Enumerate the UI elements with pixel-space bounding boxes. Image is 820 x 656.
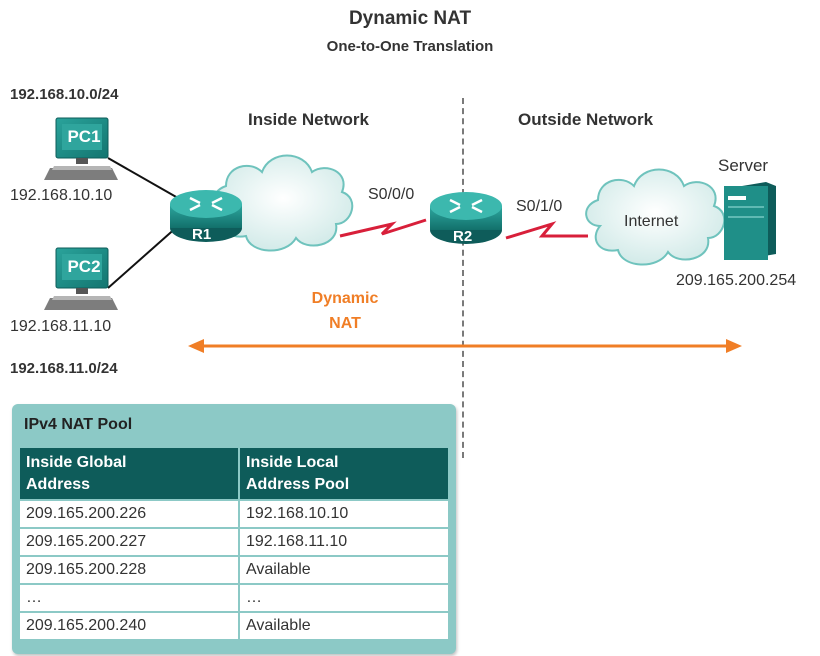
network-topology xyxy=(44,117,776,353)
nat-pool-title: IPv4 NAT Pool xyxy=(24,416,133,433)
diagram-title: Dynamic NAT xyxy=(348,8,472,29)
nat-pool-table: Inside Global Address Inside Local Addre… xyxy=(18,446,450,641)
serial-link-r1-r2 xyxy=(339,218,427,238)
table-row: 209.165.200.228 Available xyxy=(18,555,450,585)
server-ip-label: 209.165.200.254 xyxy=(676,272,797,289)
network-label-192-168-11: 192.168.11.0/24 xyxy=(10,360,118,377)
pc2-label: PC2 xyxy=(67,257,101,276)
diagram-subtitle: One-to-One Translation xyxy=(326,38,494,55)
interface-s010-label: S0/1/0 xyxy=(516,198,563,215)
router-r1-label: R1 xyxy=(192,226,212,243)
table-cell: … xyxy=(18,583,240,613)
cloud-inside xyxy=(213,154,354,252)
pc2-icon xyxy=(44,247,118,310)
table-cell: 209.165.200.228 xyxy=(18,555,240,585)
router-r2-label: R2 xyxy=(453,228,473,245)
dynamic-nat-label-line2: NAT xyxy=(329,315,361,332)
dynamic-nat-arrow xyxy=(188,339,742,353)
table-row: 209.165.200.226 192.168.10.10 xyxy=(18,499,450,529)
pc2-ip-label: 192.168.11.10 xyxy=(10,318,112,335)
link-pc2-r1 xyxy=(107,225,179,289)
cloud-internet xyxy=(585,168,726,266)
serial-link-r2-internet xyxy=(505,221,588,240)
interface-s000-label: S0/0/0 xyxy=(368,186,415,203)
header-inside-global-line2: Address xyxy=(26,476,91,493)
server-label: Server xyxy=(718,156,769,175)
pc1-ip-label: 192.168.10.10 xyxy=(10,187,113,204)
pc1-icon xyxy=(44,117,118,180)
server-icon xyxy=(724,182,776,260)
header-inside-local-line1: Inside Local xyxy=(246,454,339,471)
table-cell: 209.165.200.227 xyxy=(18,527,240,557)
router-r1-icon xyxy=(170,190,242,242)
table-cell: 209.165.200.240 xyxy=(18,611,240,641)
network-label-192-168-10: 192.168.10.0/24 xyxy=(10,86,119,103)
table-cell: … xyxy=(238,583,450,613)
link-pc1-r1 xyxy=(107,157,179,199)
table-row: 209.165.200.227 192.168.11.10 xyxy=(18,527,450,557)
inside-outside-divider xyxy=(462,98,464,458)
nat-pool-panel: IPv4 NAT Pool Inside Global Address Insi… xyxy=(12,404,456,654)
router-r2-icon xyxy=(430,192,502,244)
table-cell: Available xyxy=(238,555,450,585)
pc1-label: PC1 xyxy=(67,127,101,146)
table-cell: 192.168.11.10 xyxy=(238,527,450,557)
table-cell: 192.168.10.10 xyxy=(238,499,450,529)
outside-network-label: Outside Network xyxy=(518,110,654,129)
table-row: … … xyxy=(18,583,450,613)
table-header-row: Inside Global Address Inside Local Addre… xyxy=(18,446,450,501)
header-inside-global-line1: Inside Global xyxy=(26,454,127,471)
table-cell: Available xyxy=(238,611,450,641)
header-inside-local-line2: Address Pool xyxy=(246,476,350,493)
table-row: 209.165.200.240 Available xyxy=(18,611,450,641)
inside-network-label: Inside Network xyxy=(248,110,369,129)
header-inside-global: Inside Global Address xyxy=(18,446,240,501)
table-cell: 209.165.200.226 xyxy=(18,499,240,529)
header-inside-local: Inside Local Address Pool xyxy=(238,446,450,501)
internet-label: Internet xyxy=(624,213,679,230)
dynamic-nat-label-line1: Dynamic xyxy=(311,290,379,307)
